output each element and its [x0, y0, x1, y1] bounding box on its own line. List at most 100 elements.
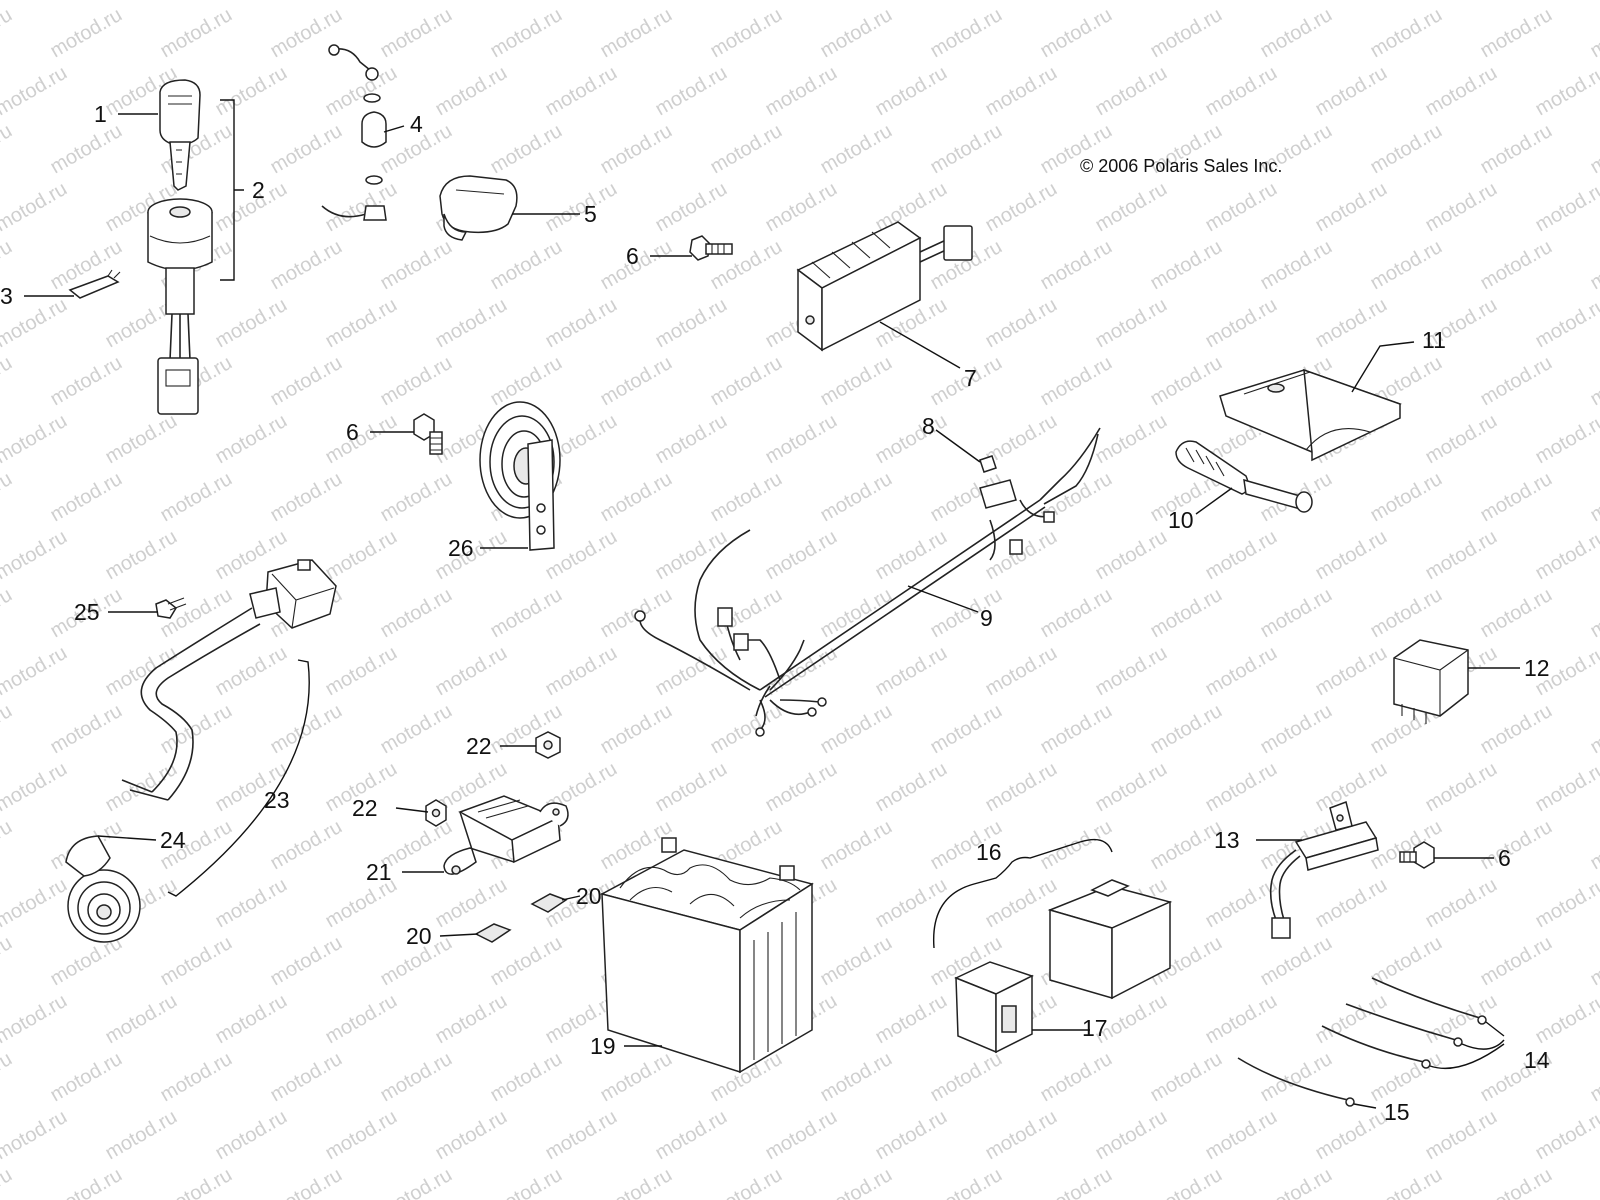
part-9-wiring-harness	[634, 427, 1101, 737]
callout-3: 3	[0, 283, 13, 309]
part-21-battery-bracket	[443, 795, 569, 875]
callout-10: 10	[1168, 507, 1194, 533]
watermark-text: motod.ru	[377, 700, 456, 759]
watermark-text: motod.ru	[1532, 0, 1600, 4]
watermark-text: motod.ru	[762, 758, 841, 817]
watermark-text: motod.ru	[1367, 584, 1446, 643]
watermark-text: motod.ru	[487, 1164, 566, 1200]
callout-4: 4	[410, 111, 423, 137]
watermark-text: motod.ru	[0, 468, 16, 527]
watermark-text: motod.ru	[1477, 1164, 1556, 1200]
part-6-bolt	[1399, 841, 1435, 869]
watermark-text: motod.ru	[1587, 584, 1600, 643]
watermark-text: motod.ru	[542, 642, 621, 701]
watermark-text: motod.ru	[1587, 700, 1600, 759]
callout-12: 12	[1524, 655, 1550, 681]
watermark-text: motod.ru	[0, 1106, 71, 1165]
watermark-text: motod.ru	[1257, 932, 1336, 991]
watermark-text: motod.ru	[927, 584, 1006, 643]
watermark-text: motod.ru	[0, 642, 71, 701]
watermark-text: motod.ru	[487, 236, 566, 295]
callout-17: 17	[1082, 1015, 1108, 1041]
part-22-nut	[425, 799, 447, 827]
watermark-text: motod.ru	[1147, 1164, 1226, 1200]
callout-5: 5	[584, 201, 597, 227]
watermark-text: motod.ru	[377, 352, 456, 411]
watermark-text: motod.ru	[652, 1106, 731, 1165]
watermark-text: motod.ru	[322, 294, 401, 353]
callout-24: 24	[160, 827, 186, 853]
watermark-text: motod.ru	[487, 120, 566, 179]
watermark-text: motod.ru	[872, 178, 951, 237]
watermark-text: motod.ru	[47, 1164, 126, 1200]
watermark-text: motod.ru	[707, 700, 786, 759]
part-20-pad	[474, 923, 512, 943]
watermark-text: motod.ru	[157, 932, 236, 991]
watermark-text: motod.ru	[1092, 758, 1171, 817]
watermark-text: motod.ru	[0, 178, 71, 237]
watermark-text: motod.ru	[1257, 584, 1336, 643]
watermark-text: motod.ru	[1312, 874, 1391, 933]
watermark-text: motod.ru	[1147, 584, 1226, 643]
part-7-voltage-regulator	[796, 221, 973, 352]
watermark-text: motod.ru	[0, 1164, 16, 1200]
part-15-cable-tie	[1237, 1057, 1355, 1107]
watermark-text: motod.ru	[1147, 236, 1226, 295]
watermark-text: motod.ru	[982, 294, 1061, 353]
watermark-text: motod.ru	[872, 990, 951, 1049]
watermark-text: motod.ru	[542, 178, 621, 237]
watermark-text: motod.ru	[927, 1164, 1006, 1200]
watermark-text: motod.ru	[0, 1048, 16, 1107]
part-6-bolt	[413, 413, 443, 455]
watermark-text: motod.ru	[322, 178, 401, 237]
watermark-text: motod.ru	[47, 700, 126, 759]
watermark-text: motod.ru	[1477, 352, 1556, 411]
callout-19: 19	[590, 1033, 616, 1059]
watermark-text: motod.ru	[1037, 584, 1116, 643]
part-10-tool	[1175, 440, 1313, 513]
watermark-text: motod.ru	[47, 4, 126, 63]
part-17-cdi-cover	[954, 961, 1034, 1054]
watermark-text: motod.ru	[432, 642, 511, 701]
watermark-text: motod.ru	[1147, 4, 1226, 63]
callout-labels: 1 2 3 4 5 6 6 6 7 8 9 10 11 12 13 14 15 …	[0, 101, 1550, 1125]
watermark-text: motod.ru	[1092, 410, 1171, 469]
watermark-text: motod.ru	[872, 874, 951, 933]
watermark-text: motod.ru	[487, 584, 566, 643]
watermark-text: motod.ru	[1422, 526, 1501, 585]
watermark-text: motod.ru	[707, 468, 786, 527]
watermark-text: motod.ru	[652, 410, 731, 469]
watermark-text: motod.ru	[212, 642, 291, 701]
watermark-text: motod.ru	[212, 294, 291, 353]
watermark-text: motod.ru	[652, 758, 731, 817]
part-8-clip	[979, 455, 997, 473]
watermark-text: motod.ru	[267, 236, 346, 295]
watermark-text: motod.ru	[872, 758, 951, 817]
watermark-text: motod.ru	[707, 4, 786, 63]
watermark-text: motod.ru	[762, 526, 841, 585]
callout-6: 6	[626, 243, 639, 269]
watermark-text: motod.ru	[652, 526, 731, 585]
part-25-screw	[155, 597, 187, 619]
watermark-text: motod.ru	[0, 990, 71, 1049]
watermark-text: motod.ru	[1532, 410, 1600, 469]
watermark-text: motod.ru	[1202, 642, 1281, 701]
watermark-text: motod.ru	[157, 1048, 236, 1107]
watermark-text: motod.ru	[377, 1048, 456, 1107]
watermark-text: motod.ru	[927, 700, 1006, 759]
watermark-text: motod.ru	[872, 1106, 951, 1165]
watermark-text: motod.ru	[267, 468, 346, 527]
watermark-text: motod.ru	[487, 1048, 566, 1107]
callout-20: 20	[406, 923, 432, 949]
watermark-text: motod.ru	[1477, 700, 1556, 759]
watermark-text: motod.ru	[1477, 816, 1556, 875]
watermark-text: motod.ru	[1422, 758, 1501, 817]
watermark-text: motod.ru	[432, 874, 511, 933]
watermark-text: motod.ru	[927, 1048, 1006, 1107]
watermark-text: motod.ru	[0, 410, 71, 469]
watermark-text: motod.ru	[817, 1164, 896, 1200]
watermark-text: motod.ru	[762, 1106, 841, 1165]
watermark-text: motod.ru	[47, 1048, 126, 1107]
watermark-text: motod.ru	[1422, 62, 1501, 121]
watermark-text: motod.ru	[1037, 816, 1116, 875]
